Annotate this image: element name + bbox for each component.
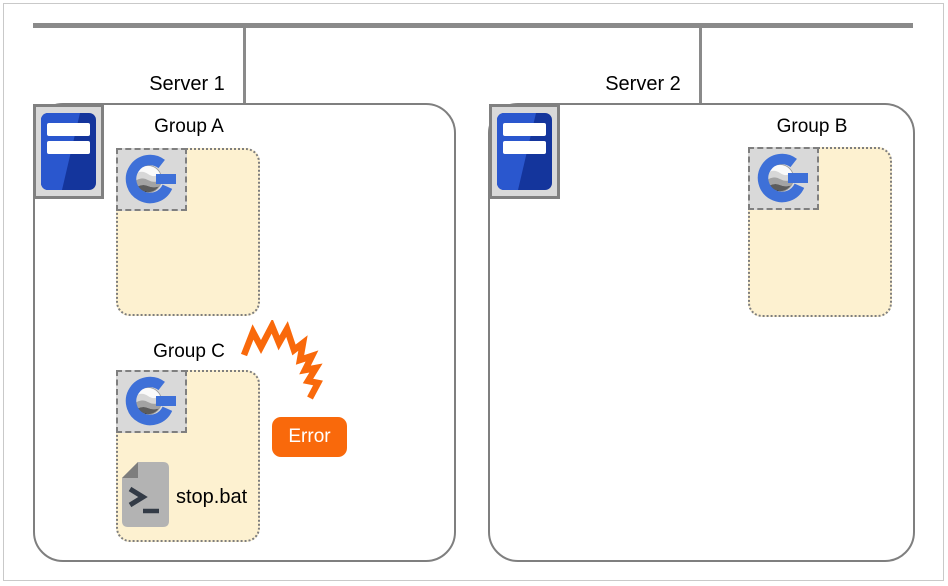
script-file-label: stop.bat [176,486,248,508]
server2-label: Server 2 [605,73,681,95]
error-badge: Error [272,417,347,457]
group-c-label: Group C [153,341,225,362]
server1-label: Server 1 [149,73,225,95]
server-tower-icon [489,104,560,199]
group-a-app-icon [116,148,187,211]
terminal-script-file-icon [122,462,169,527]
group-b-app-icon [748,147,819,210]
server1-connector-line [243,26,246,104]
group-a-label: Group A [154,116,224,137]
server1-icon [33,104,104,199]
server2-icon [489,104,560,199]
g-globe-logo-icon [757,153,808,203]
group-c-app-icon [116,370,187,433]
g-globe-logo-icon [125,376,176,426]
script-file-icon-wrap [122,462,169,527]
group-b-label: Group B [776,116,848,137]
error-spark-icon [236,318,336,404]
g-globe-logo-icon [125,154,176,204]
network-bus-line [33,23,913,28]
server-tower-icon [33,104,104,199]
server2-connector-line [699,26,702,104]
